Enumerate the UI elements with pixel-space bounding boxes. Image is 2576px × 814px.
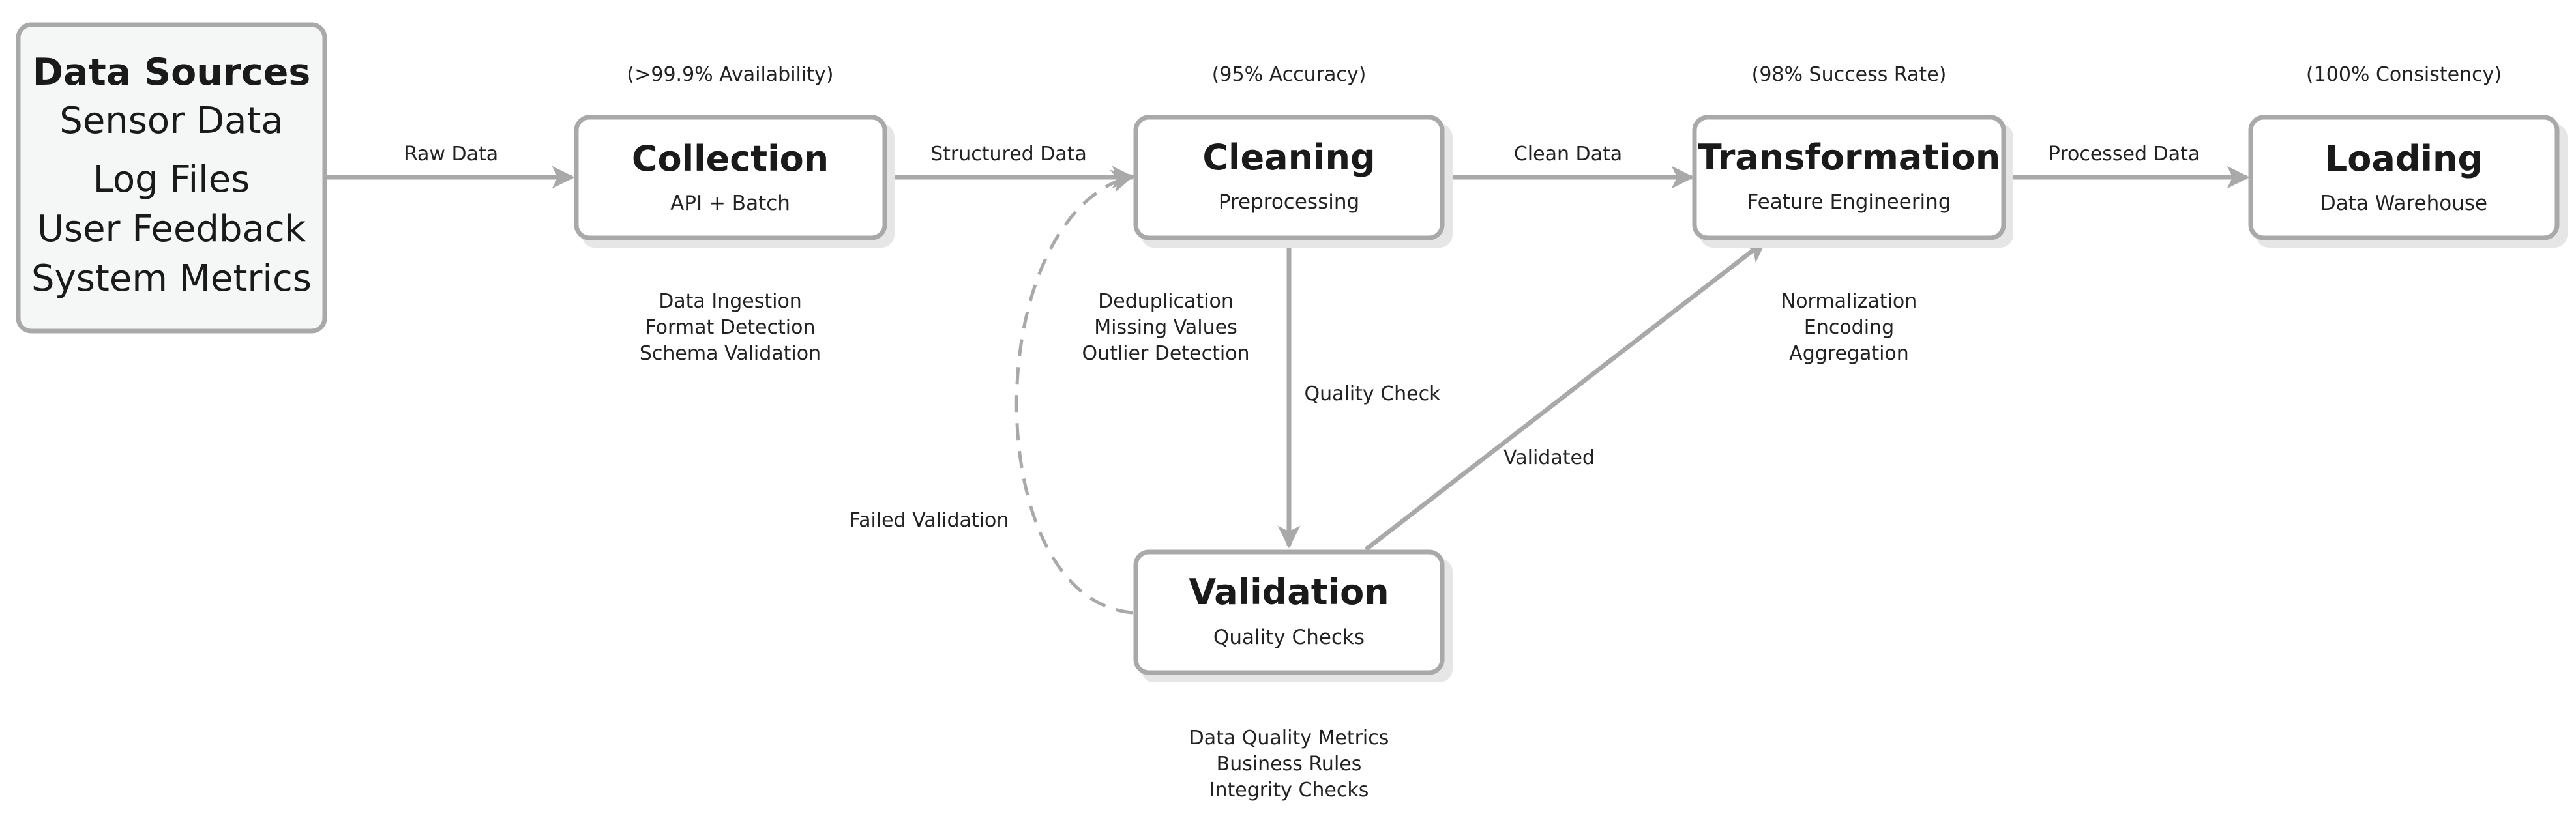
transformation-detail: Normalization	[1781, 290, 1917, 313]
validation-box	[1133, 549, 1445, 675]
cleaning-box	[1133, 115, 1445, 240]
validation-subtitle: Quality Checks	[1213, 626, 1365, 649]
cleaning-detail: Missing Values	[1094, 316, 1237, 339]
transformation-detail: Encoding	[1804, 316, 1894, 339]
collection-detail: Format Detection	[645, 316, 816, 339]
edge-failed-validation	[1014, 169, 1135, 615]
data-sources-item: User Feedback	[37, 208, 306, 250]
node-validation: Validation Quality Checks	[1133, 549, 1453, 682]
collection-subtitle: API + Batch	[670, 192, 790, 215]
transformation-metric: (98% Success Rate)	[1752, 63, 1947, 86]
cleaning-title: Cleaning	[1202, 137, 1375, 178]
edge-label-structured-data: Structured Data	[930, 143, 1087, 166]
data-sources-title: Data Sources	[33, 51, 311, 94]
edge-label-clean-data: Clean Data	[1514, 143, 1622, 166]
edge-label-validated: Validated	[1503, 446, 1595, 469]
loading-box	[2248, 115, 2560, 240]
loading-metric: (100% Consistency)	[2306, 63, 2502, 86]
transformation-subtitle: Feature Engineering	[1747, 190, 1951, 214]
node-loading: Loading Data Warehouse	[2248, 115, 2568, 248]
validation-detail: Integrity Checks	[1209, 779, 1369, 802]
loading-title: Loading	[2325, 138, 2483, 179]
collection-detail: Schema Validation	[640, 342, 821, 365]
edge-validated	[1364, 239, 1767, 551]
cleaning-metric: (95% Accuracy)	[1212, 63, 1367, 86]
cleaning-detail: Outlier Detection	[1082, 342, 1249, 365]
node-transformation: Transformation Feature Engineering	[1692, 115, 2013, 248]
transformation-title: Transformation	[1698, 137, 2000, 178]
edge-label-processed-data: Processed Data	[2049, 143, 2200, 166]
node-cleaning: Cleaning Preprocessing	[1133, 115, 1453, 248]
node-collection: Collection API + Batch	[574, 115, 895, 248]
collection-box	[574, 115, 887, 240]
edge-label-raw-data: Raw Data	[404, 143, 498, 166]
transformation-detail: Aggregation	[1789, 342, 1909, 365]
data-sources-item: System Metrics	[31, 257, 312, 300]
validation-title: Validation	[1189, 572, 1389, 613]
collection-title: Collection	[632, 138, 829, 179]
data-sources-item: Sensor Data	[59, 100, 283, 142]
validation-detail: Data Quality Metrics	[1189, 727, 1389, 749]
data-sources-box	[16, 22, 327, 334]
data-sources-item: Log Files	[93, 158, 250, 201]
node-data-sources: Data Sources Sensor Data Log Files User …	[16, 22, 327, 334]
collection-metric: (>99.9% Availability)	[627, 63, 834, 86]
collection-detail: Data Ingestion	[659, 290, 802, 313]
loading-subtitle: Data Warehouse	[2320, 192, 2487, 215]
edge-label-failed-validation: Failed Validation	[850, 509, 1009, 532]
cleaning-subtitle: Preprocessing	[1219, 190, 1359, 214]
transformation-box	[1692, 115, 2006, 240]
validation-detail: Business Rules	[1217, 753, 1362, 776]
cleaning-detail: Deduplication	[1098, 290, 1234, 313]
edge-label-quality-check: Quality Check	[1304, 383, 1441, 405]
